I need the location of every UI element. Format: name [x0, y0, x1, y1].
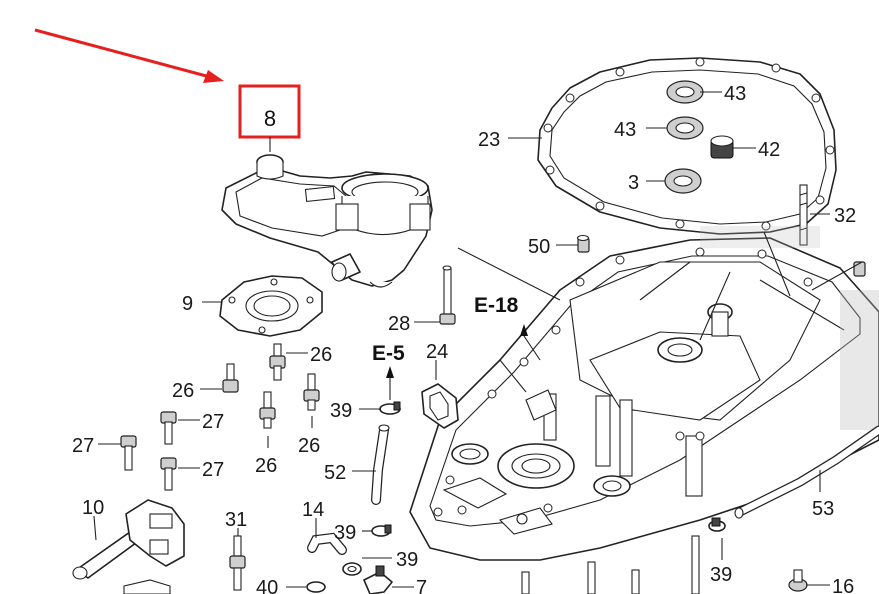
label-26-a[interactable]: 26	[310, 344, 332, 366]
label-26-c[interactable]: 26	[298, 435, 320, 457]
label-50[interactable]: 50	[528, 236, 550, 258]
gasket-bolt-holes	[543, 57, 835, 231]
part-39-clamp-d-drawing[interactable]	[708, 517, 726, 532]
label-31[interactable]: 31	[225, 509, 247, 531]
part-42-seal-drawing[interactable]	[710, 135, 734, 159]
label-27-c[interactable]: 27	[202, 459, 224, 481]
label-43-bottom[interactable]: 43	[614, 119, 636, 141]
leader-lines	[93, 91, 863, 588]
part-43-seal-top-drawing[interactable]	[666, 80, 704, 104]
label-16[interactable]: 16	[832, 576, 854, 594]
part-40-drawing[interactable]	[306, 581, 326, 593]
label-39-c[interactable]: 39	[396, 549, 418, 571]
label-39-d[interactable]: 39	[710, 564, 732, 586]
part-28-bolt-drawing[interactable]	[439, 265, 456, 325]
part-31-bolt-drawing[interactable]	[229, 535, 246, 591]
label-28[interactable]: 28	[388, 313, 410, 335]
part-7-drawing[interactable]	[363, 565, 393, 594]
part-53-hose-drawing[interactable]	[734, 425, 879, 519]
part-39-clamp-b-drawing[interactable]	[371, 524, 392, 537]
label-26-b[interactable]: 26	[172, 380, 194, 402]
part-26-bolt-a-drawing[interactable]	[269, 343, 286, 381]
label-52[interactable]: 52	[324, 462, 346, 484]
oil-case-bolt-holes	[433, 247, 813, 517]
part-10-fitting-drawing[interactable]	[72, 499, 185, 594]
label-27-a[interactable]: 27	[202, 411, 224, 433]
pin-right-drawing	[853, 261, 866, 277]
part-26-bolt-c-drawing[interactable]	[303, 373, 320, 411]
part-39-clamp-a-drawing[interactable]	[379, 401, 401, 415]
part-50-pin-drawing[interactable]	[576, 234, 590, 253]
part-32-stud-drawing[interactable]	[799, 184, 808, 246]
label-24[interactable]: 24	[426, 341, 448, 363]
part-8-drawing[interactable]	[221, 154, 433, 288]
part-9-gasket-drawing[interactable]	[219, 275, 323, 337]
oil-case-housing-drawing[interactable]	[409, 237, 879, 561]
label-43-top[interactable]: 43	[724, 83, 746, 105]
highlight-part-number[interactable]: 8	[264, 106, 276, 131]
part-24-grommet-drawing[interactable]	[421, 383, 459, 429]
label-53[interactable]: 53	[812, 498, 834, 520]
label-3[interactable]: 3	[628, 172, 639, 194]
label-7[interactable]: 7	[416, 577, 427, 594]
oil-case-shading	[700, 226, 879, 430]
part-23-gasket-drawing[interactable]	[537, 57, 837, 235]
label-27-b[interactable]: 27	[72, 435, 94, 457]
part-16-drawing[interactable]	[788, 569, 808, 592]
label-23[interactable]: 23	[478, 129, 500, 151]
part-26-bolt-b-drawing[interactable]	[222, 363, 239, 393]
part-27-bolt-c-drawing[interactable]	[160, 457, 177, 491]
label-42[interactable]: 42	[758, 139, 780, 161]
label-10[interactable]: 10	[82, 497, 104, 519]
label-39-b[interactable]: 39	[334, 522, 356, 544]
part-14-hose-drawing[interactable]	[307, 532, 347, 555]
label-9[interactable]: 9	[182, 293, 193, 315]
part-52-tube-drawing[interactable]	[371, 424, 390, 505]
reference-e18[interactable]: E-18	[474, 294, 519, 317]
part-27-bolt-a-drawing[interactable]	[160, 411, 177, 445]
label-40[interactable]: 40	[256, 577, 278, 594]
highlight-arrow	[34, 28, 224, 83]
part-labels: 43 43 23 42 3 32 50 9 28 26 24 26 27 39 …	[72, 83, 856, 594]
label-14[interactable]: 14	[302, 499, 324, 521]
reference-e5[interactable]: E-5	[372, 342, 405, 365]
reference-arrows	[386, 324, 541, 400]
part-39-clamp-c-drawing[interactable]	[342, 562, 362, 576]
label-39-a[interactable]: 39	[330, 400, 352, 422]
part-3-seal-drawing[interactable]	[664, 168, 702, 194]
label-26-d[interactable]: 26	[255, 455, 277, 477]
part-43-seal-bottom-drawing[interactable]	[666, 116, 704, 140]
part-26-bolt-d-drawing[interactable]	[259, 391, 276, 429]
bottom-studs	[521, 535, 700, 594]
label-32[interactable]: 32	[834, 205, 856, 227]
part-27-bolt-b-drawing[interactable]	[120, 435, 137, 471]
